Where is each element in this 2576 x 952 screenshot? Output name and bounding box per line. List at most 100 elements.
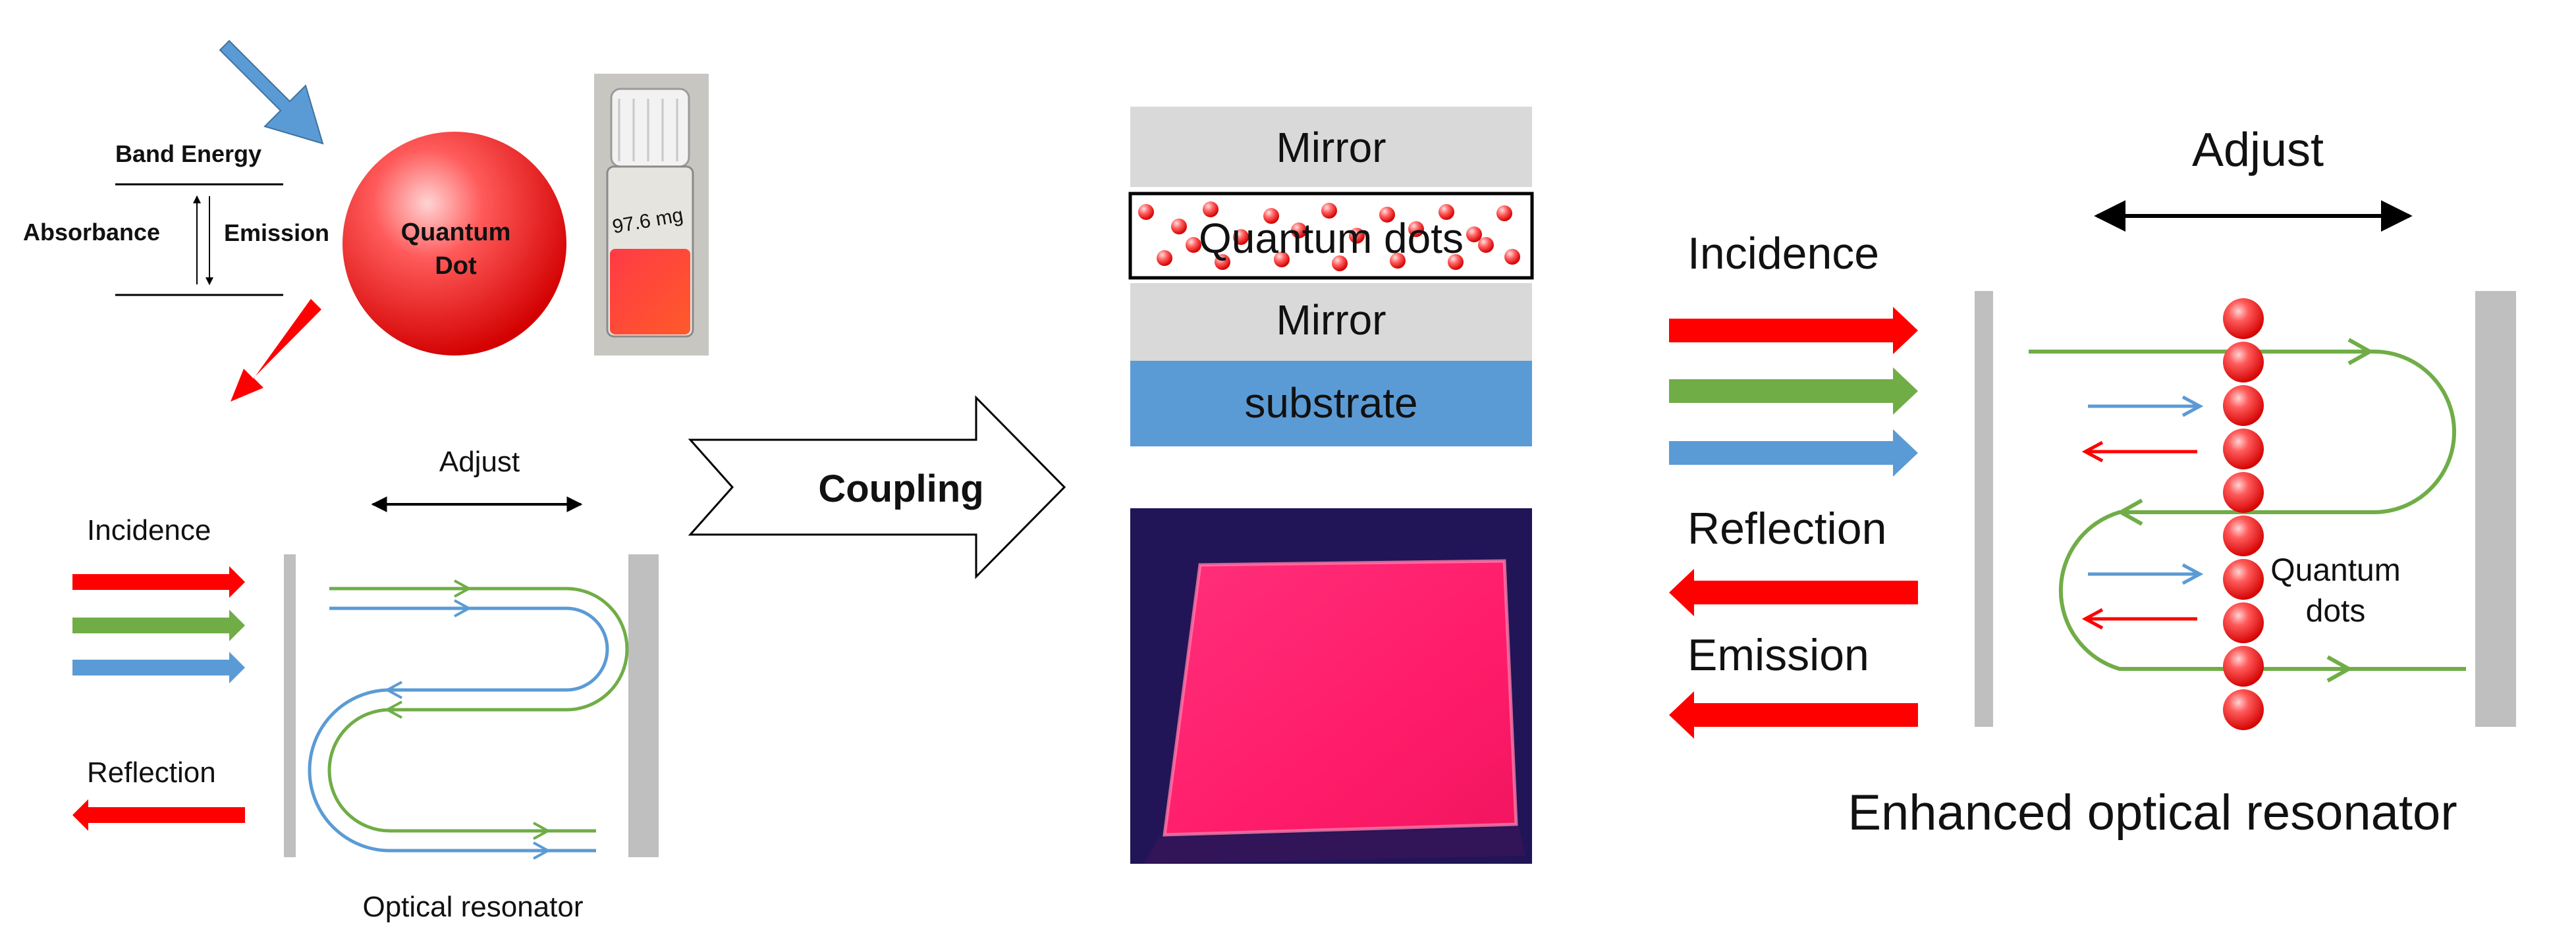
stack-quantum-dot-particle bbox=[1203, 201, 1219, 217]
emitted-light-arrow bbox=[231, 299, 321, 402]
stack-quantum-dot-particles bbox=[1138, 201, 1520, 271]
enhanced-quantum-dot bbox=[2223, 602, 2264, 643]
enhanced-quantum-dot bbox=[2223, 429, 2264, 469]
enhanced-beam-arrowhead-mid bbox=[2116, 498, 2143, 526]
enhanced-quantum-dot bbox=[2223, 646, 2264, 687]
stack-quantum-dot-particle bbox=[1138, 204, 1154, 220]
enhanced-incidence-label: Incidence bbox=[1687, 228, 1879, 278]
stack-quantum-dot-particle bbox=[1408, 221, 1424, 237]
stack-quantum-dot-particle bbox=[1496, 205, 1512, 221]
stack-quantum-dot-particle bbox=[1349, 228, 1365, 244]
enhanced-beam-arrowhead-bottom bbox=[2326, 655, 2353, 683]
enhanced-incidence-blue-arrow bbox=[1669, 429, 1918, 477]
quantum-dot-panel: Band Energy Absorbance Emission Quantum … bbox=[23, 40, 709, 402]
stack-substrate bbox=[1130, 361, 1532, 446]
band-energy-label: Band Energy bbox=[115, 140, 261, 167]
stack-quantum-dot-particle bbox=[1233, 229, 1249, 245]
quantum-dot-vial-photo: 97.6 mg bbox=[594, 74, 709, 356]
enhanced-left-mirror bbox=[1975, 291, 1993, 727]
enhanced-quantum-dot bbox=[2223, 559, 2264, 600]
enhanced-reflection-label: Reflection bbox=[1687, 504, 1886, 554]
stack-substrate-label: substrate bbox=[1244, 379, 1417, 427]
enhanced-quantum-dots-label-line2: dots bbox=[2306, 594, 2366, 629]
basic-incidence-green-arrow bbox=[72, 610, 245, 641]
basic-right-mirror bbox=[628, 554, 659, 857]
enhanced-quantum-dot bbox=[2223, 342, 2264, 383]
stack-top-mirror bbox=[1130, 107, 1532, 187]
stack-quantum-dot-particle bbox=[1466, 226, 1482, 242]
basic-reflection-red-arrow bbox=[72, 799, 245, 831]
stack-quantum-dot-particle bbox=[1504, 249, 1520, 265]
enhanced-quantum-dot bbox=[2223, 298, 2264, 339]
stack-quantum-dot-particle bbox=[1215, 254, 1230, 270]
quantum-dot-sphere bbox=[343, 132, 566, 356]
coupling-arrow-shape bbox=[688, 395, 1066, 579]
enhanced-beam-arrowhead-top bbox=[2347, 338, 2374, 365]
stack-quantum-dot-particle bbox=[1321, 203, 1337, 219]
stack-quantum-dot-particle bbox=[1390, 253, 1406, 269]
basic-left-mirror bbox=[284, 554, 296, 857]
enhanced-incidence-green-arrow bbox=[1669, 367, 1918, 415]
enhanced-emission-red-arrow bbox=[1669, 691, 1918, 739]
stack-quantum-dot-particle bbox=[1186, 237, 1201, 253]
coupling-arrow-group: Coupling bbox=[688, 395, 1066, 579]
stack-quantum-dot-particle bbox=[1478, 237, 1494, 253]
stack-quantum-dot-particle bbox=[1291, 223, 1307, 238]
stack-bottom-mirror-label: Mirror bbox=[1276, 296, 1386, 344]
inner-blue-arrow-2-head bbox=[2181, 563, 2204, 585]
stack-quantum-dot-particle bbox=[1448, 254, 1464, 270]
stack-quantum-dot-particle bbox=[1332, 255, 1348, 271]
stack-quantum-dot-label: Quantum dots bbox=[1199, 215, 1464, 262]
enhanced-adjust-label: Adjust bbox=[2192, 124, 2324, 176]
basic-beam-arrowhead-bottom-blue bbox=[533, 841, 551, 860]
inner-red-arrow-2-head bbox=[2081, 608, 2104, 630]
enhanced-quantum-dot-column bbox=[2223, 298, 2264, 730]
stack-quantum-dot-particle bbox=[1157, 250, 1172, 266]
stack-bottom-mirror bbox=[1130, 283, 1532, 361]
basic-beam-arrowhead-top-blue bbox=[454, 599, 472, 618]
basic-green-beam-path bbox=[327, 587, 629, 833]
enhanced-emission-label: Emission bbox=[1687, 630, 1869, 680]
basic-beam-arrowhead-mid bbox=[384, 701, 402, 719]
stack-quantum-dot-particle bbox=[1171, 219, 1187, 234]
basic-incidence-label: Incidence bbox=[87, 514, 211, 546]
emission-label: Emission bbox=[224, 219, 329, 246]
fluorescent-sample-photo bbox=[1130, 508, 1532, 864]
stack-quantum-dot-particle bbox=[1439, 204, 1454, 220]
enhanced-resonator-panel: Adjust Incidence Reflection Emission Qua… bbox=[1669, 124, 2516, 841]
basic-resonator-caption: Optical resonator bbox=[362, 891, 583, 923]
coupling-label: Coupling bbox=[818, 467, 983, 510]
enhanced-quantum-dot bbox=[2223, 385, 2264, 426]
incoming-light-arrow bbox=[219, 40, 324, 145]
inner-blue-arrow-1-head bbox=[2181, 395, 2204, 417]
basic-blue-beam-path bbox=[308, 606, 609, 853]
basic-resonator-panel: Adjust Incidence Reflection Optical reso… bbox=[72, 446, 659, 923]
basic-adjust-label: Adjust bbox=[439, 446, 520, 478]
enhanced-incidence-red-arrow bbox=[1669, 307, 1918, 354]
enhanced-quantum-dot bbox=[2223, 472, 2264, 513]
enhanced-right-mirror bbox=[2475, 291, 2516, 727]
basic-incidence-red-arrow bbox=[72, 566, 245, 598]
enhanced-reflection-red-arrow bbox=[1669, 569, 1918, 616]
enhanced-resonator-caption: Enhanced optical resonator bbox=[1848, 785, 2457, 841]
basic-beam-arrowhead-bottom bbox=[533, 822, 551, 840]
enhanced-quantum-dots-label-line1: Quantum bbox=[2270, 553, 2400, 588]
basic-incidence-blue-arrow bbox=[72, 652, 245, 683]
stack-top-mirror-label: Mirror bbox=[1276, 124, 1386, 171]
enhanced-green-beam-path bbox=[2029, 350, 2466, 671]
enhanced-quantum-dot bbox=[2223, 689, 2264, 730]
quantum-dot-label-line1: Quantum bbox=[401, 219, 511, 246]
basic-beam-arrowhead-top bbox=[454, 579, 472, 598]
absorbance-label: Absorbance bbox=[23, 219, 160, 246]
quantum-dot-label-line2: Dot bbox=[435, 252, 477, 280]
inner-red-arrow-1-head bbox=[2081, 440, 2104, 463]
basic-reflection-label: Reflection bbox=[87, 756, 216, 789]
enhanced-quantum-dot bbox=[2223, 516, 2264, 556]
stack-quantum-dot-particle bbox=[1379, 207, 1395, 223]
layer-stack-panel: Mirror Quantum dots Mirror substrate bbox=[1128, 107, 1534, 446]
basic-beam-arrowhead-mid-blue bbox=[384, 681, 402, 699]
stack-quantum-dot-particle bbox=[1263, 208, 1279, 224]
stack-quantum-dot-particle bbox=[1274, 251, 1290, 267]
